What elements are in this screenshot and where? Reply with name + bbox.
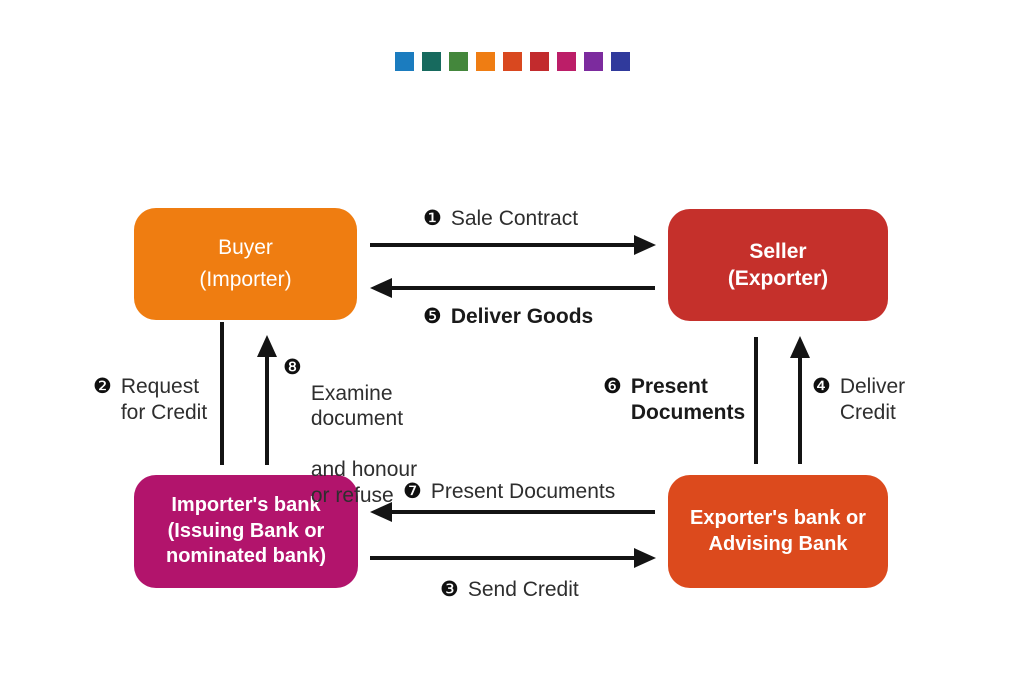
label-text-bold: Examine document	[310, 381, 404, 431]
step-1-badge: ❶	[423, 207, 442, 230]
label-sale-contract: ❶ Sale Contract	[423, 206, 578, 232]
label-text: Send Credit	[467, 578, 579, 601]
step-6-badge: ❻	[603, 375, 622, 398]
arrow-sale-contract	[370, 243, 634, 247]
label-send-credit: ❸ Send Credit	[440, 577, 579, 603]
palette-swatch-orangered	[503, 52, 522, 71]
step-7-badge: ❼	[403, 480, 422, 503]
palette-swatch-indigo	[611, 52, 630, 71]
palette-swatch-red	[530, 52, 549, 71]
node-importers-bank: Importer's bank (Issuing Bank or nominat…	[134, 475, 358, 588]
step-4-badge: ❹	[812, 375, 831, 398]
step-2-badge: ❷	[93, 375, 112, 398]
step-8-badge: ❽	[283, 356, 302, 379]
label-deliver-goods: ❺ Deliver Goods	[423, 304, 593, 330]
label-text-regular: and honour or refuse	[310, 458, 418, 508]
label-deliver-credit: ❹ Deliver Credit	[812, 374, 905, 425]
palette-swatch-blue	[395, 52, 414, 71]
line-request-for-credit	[220, 322, 224, 465]
label-text: Request for Credit	[120, 375, 208, 424]
label-text: Present Documents	[630, 375, 746, 424]
arrow-present-documents-bank	[392, 510, 655, 514]
label-request-for-credit: ❷ Request for Credit	[93, 374, 207, 425]
palette-swatch-orange	[476, 52, 495, 71]
label-present-documents-bank: ❼ Present Documents	[403, 479, 615, 505]
arrow-deliver-goods	[392, 286, 655, 290]
line-present-documents-seller	[754, 337, 758, 464]
palette-swatch-purple	[584, 52, 603, 71]
palette-swatch-magenta	[557, 52, 576, 71]
label-text: Deliver Credit	[839, 375, 906, 424]
label-text: Sale Contract	[450, 207, 579, 230]
label-examine-document: ❽ Examine document and honour or refuse	[283, 355, 417, 534]
node-seller-exporter: Seller (Exporter)	[668, 209, 888, 321]
palette-swatch-green	[449, 52, 468, 71]
step-3-badge: ❸	[440, 578, 459, 601]
node-exporters-bank: Exporter's bank or Advising Bank	[668, 475, 888, 588]
label-present-documents-seller: ❻ Present Documents	[603, 374, 745, 425]
label-text: Deliver Goods	[450, 305, 594, 328]
step-5-badge: ❺	[423, 305, 442, 328]
arrow-deliver-credit	[798, 358, 802, 464]
arrow-examine-document	[265, 357, 269, 465]
color-palette	[395, 52, 630, 71]
label-text: Present Documents	[430, 480, 616, 503]
arrow-send-credit	[370, 556, 634, 560]
palette-swatch-teal	[422, 52, 441, 71]
node-buyer-importer: Buyer (Importer)	[134, 208, 357, 320]
